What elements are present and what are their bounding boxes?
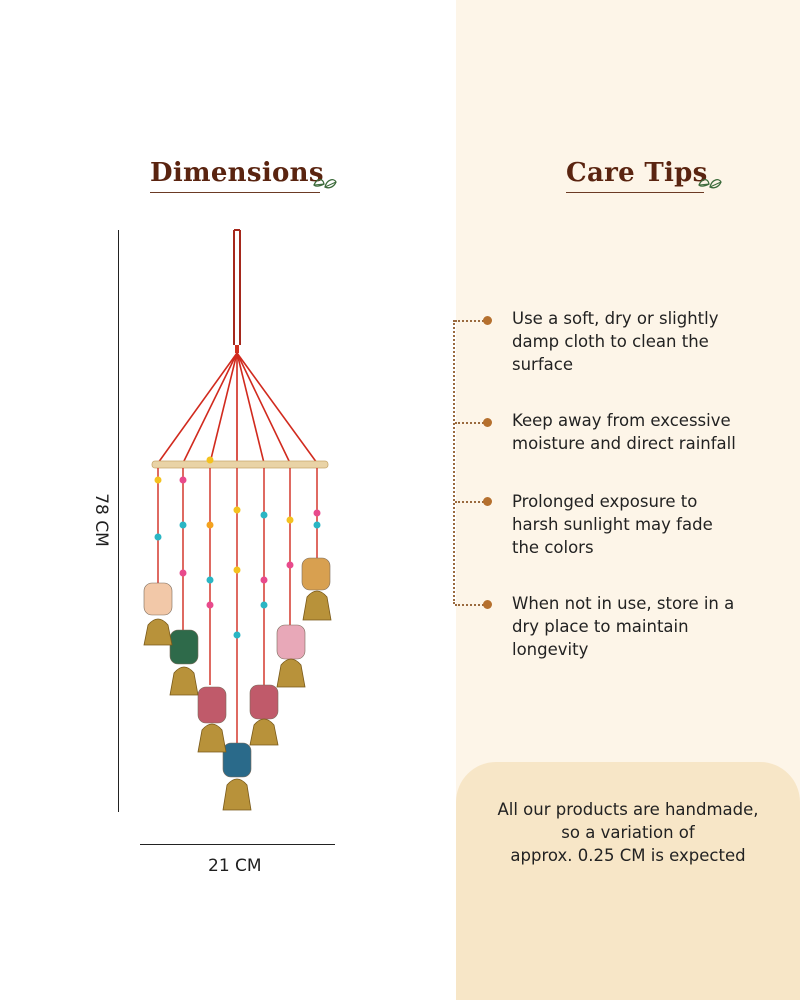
handmade-note-line: so a variation of bbox=[561, 823, 695, 842]
dimensions-panel bbox=[0, 0, 456, 1000]
care-tips-heading-underline bbox=[566, 192, 704, 193]
tip-connector bbox=[455, 501, 484, 503]
tip-bullet bbox=[483, 316, 492, 325]
tip-bullet bbox=[483, 418, 492, 427]
care-tip: When not in use, store in a dry place to… bbox=[512, 594, 735, 659]
care-tips-heading: Care Tips bbox=[566, 158, 708, 188]
tips-connector-line bbox=[453, 320, 455, 604]
height-label: 78 CM bbox=[90, 493, 111, 547]
care-tip: Keep away from excessive moisture and di… bbox=[512, 411, 736, 453]
dimensions-heading: Dimensions bbox=[150, 158, 324, 188]
dimensions-heading-underline bbox=[150, 192, 320, 193]
care-tip: Use a soft, dry or slightly damp cloth t… bbox=[512, 309, 719, 374]
wind-chime-illustration bbox=[143, 229, 332, 811]
width-label: 21 CM bbox=[208, 856, 262, 876]
handmade-note: All our products are handmade, so a vari… bbox=[456, 798, 800, 867]
height-dimension-line bbox=[118, 230, 119, 812]
leaf-icon bbox=[698, 178, 722, 189]
tip-bullet bbox=[483, 600, 492, 609]
handmade-note-line: approx. 0.25 CM is expected bbox=[510, 846, 746, 865]
tip-connector bbox=[455, 320, 484, 322]
handmade-note-box bbox=[456, 762, 800, 1000]
tip-connector bbox=[455, 422, 484, 424]
tip-connector bbox=[455, 604, 484, 606]
tip-bullet bbox=[483, 497, 492, 506]
care-tip: Prolonged exposure to harsh sunlight may… bbox=[512, 492, 713, 557]
leaf-icon bbox=[313, 178, 337, 189]
width-dimension-line bbox=[140, 844, 335, 845]
handmade-note-line: All our products are handmade, bbox=[497, 800, 759, 819]
